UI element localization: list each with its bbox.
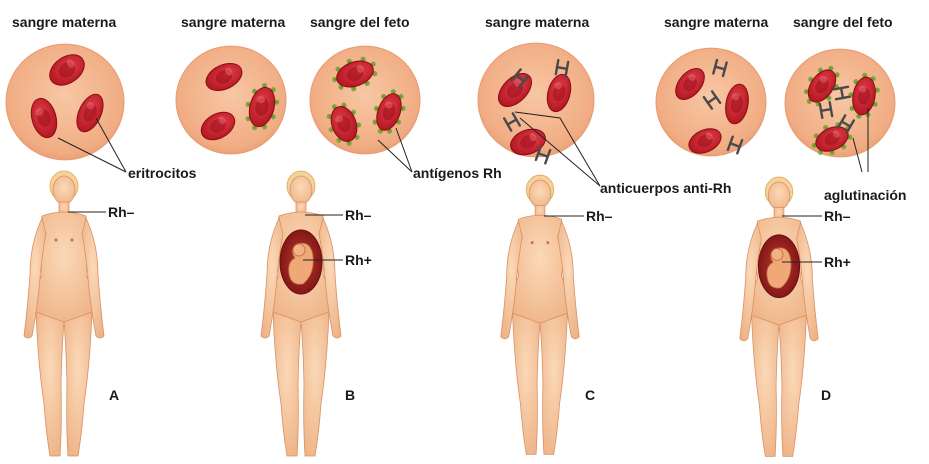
woman-figure-a: [24, 171, 104, 456]
blood-circle-d-maternal: [656, 48, 766, 158]
header-maternal-blood-d: sangre materna: [664, 14, 768, 30]
blood-circle-b-fetal: [310, 46, 420, 154]
label-rh-negative-d: Rh–: [824, 208, 851, 224]
pregnant-woman-figure-b: [261, 171, 341, 456]
label-erythrocytes: eritrocitos: [128, 165, 197, 181]
label-rh-negative-b: Rh–: [345, 207, 372, 223]
panel-letter-a: A: [109, 387, 119, 403]
label-anti-rh-antibodies: anticuerpos anti-Rh: [600, 180, 731, 196]
header-maternal-blood-b: sangre materna: [181, 14, 285, 30]
blood-circle-b-maternal: [176, 46, 286, 154]
woman-figure-c: [501, 175, 579, 454]
blood-circle-a-maternal: [6, 44, 124, 160]
header-fetal-blood-d: sangre del feto: [793, 14, 893, 30]
panel-letter-b: B: [345, 387, 355, 403]
pregnant-woman-figure-d: [740, 177, 818, 456]
header-maternal-blood-c: sangre materna: [485, 14, 589, 30]
label-rh-negative-a: Rh–: [108, 204, 135, 220]
header-fetal-blood-b: sangre del feto: [310, 14, 410, 30]
panel-letter-c: C: [585, 387, 595, 403]
panel-letter-d: D: [821, 387, 831, 403]
blood-circle-d-fetal: [785, 49, 895, 162]
label-agglutination: aglutinación: [824, 187, 906, 203]
label-rh-negative-c: Rh–: [586, 208, 613, 224]
label-rh-antigens: antígenos Rh: [413, 165, 502, 181]
label-rh-positive-b: Rh+: [345, 252, 372, 268]
header-maternal-blood-a: sangre materna: [12, 14, 116, 30]
label-rh-positive-d: Rh+: [824, 254, 851, 270]
